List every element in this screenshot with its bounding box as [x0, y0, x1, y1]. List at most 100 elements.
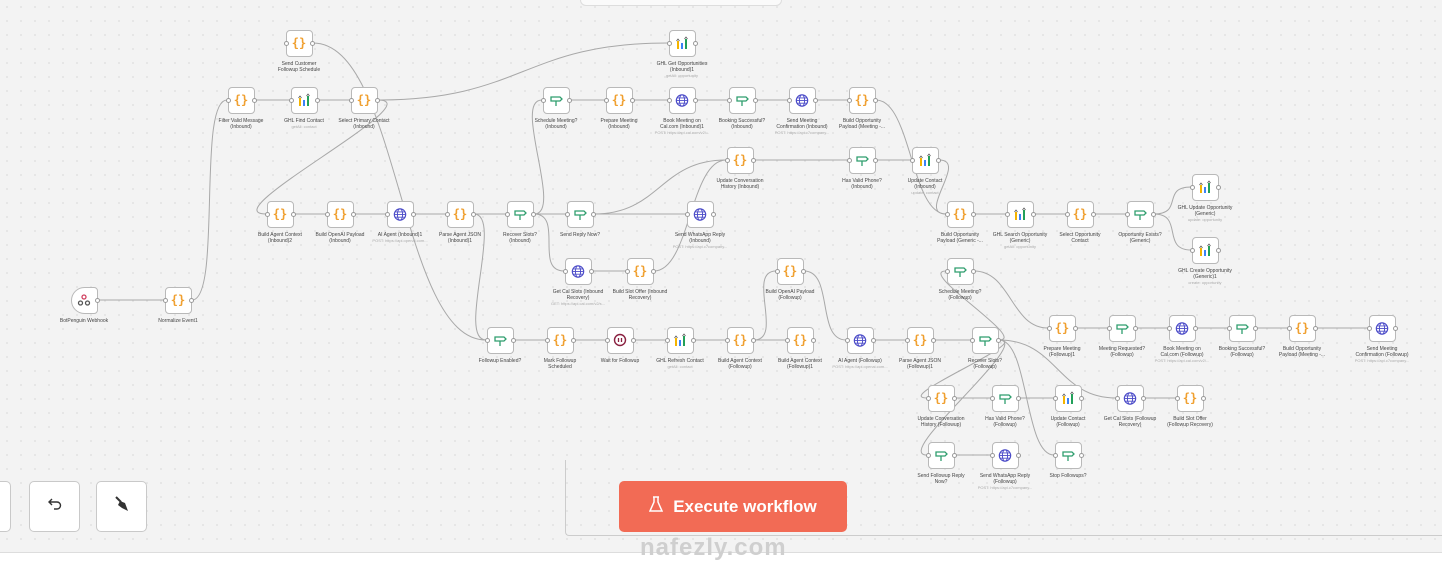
- connection-line[interactable]: [803, 270, 847, 341]
- connection-line[interactable]: [1153, 186, 1192, 215]
- input-port[interactable]: [544, 337, 550, 343]
- workflow-node[interactable]: Booking Successful? (Followup): [1219, 314, 1265, 358]
- workflow-node[interactable]: {}Filter Valid Message (Inbound): [219, 86, 263, 130]
- input-port[interactable]: [504, 211, 510, 217]
- output-port[interactable]: [1192, 325, 1198, 331]
- output-port[interactable]: [872, 157, 878, 163]
- output-port[interactable]: [1150, 211, 1156, 217]
- input-port[interactable]: [324, 211, 330, 217]
- input-port[interactable]: [1052, 395, 1058, 401]
- input-port[interactable]: [624, 268, 630, 274]
- workflow-node[interactable]: {}Update Conversation History (Followup): [918, 384, 964, 428]
- input-port[interactable]: [904, 337, 910, 343]
- workflow-node[interactable]: GHL Search Opportunity (Generic)getAll: …: [993, 200, 1047, 249]
- input-port[interactable]: [909, 157, 915, 163]
- input-port[interactable]: [774, 268, 780, 274]
- zoom-button[interactable]: [0, 481, 11, 532]
- output-port[interactable]: [629, 97, 635, 103]
- input-port[interactable]: [944, 211, 950, 217]
- connection-line[interactable]: [998, 339, 1055, 456]
- clear-execution-button[interactable]: [96, 481, 147, 532]
- input-port[interactable]: [1046, 325, 1052, 331]
- workflow-node[interactable]: Schedule Meeting? (Followup): [939, 257, 981, 301]
- execute-workflow-button[interactable]: Execute workflow: [619, 481, 847, 532]
- input-port[interactable]: [604, 337, 610, 343]
- output-port[interactable]: [1215, 247, 1221, 253]
- connection-line[interactable]: [593, 159, 727, 215]
- output-port[interactable]: [1015, 452, 1021, 458]
- output-port[interactable]: [1078, 395, 1084, 401]
- output-port[interactable]: [374, 97, 380, 103]
- workflow-node[interactable]: Get Cal Slots (Followup Recovery): [1104, 384, 1156, 428]
- connection-line[interactable]: [973, 270, 1049, 329]
- input-port[interactable]: [162, 297, 168, 303]
- workflow-node[interactable]: Send Meeting Confirmation (Followup)POST…: [1355, 314, 1409, 363]
- input-port[interactable]: [664, 337, 670, 343]
- input-port[interactable]: [1166, 325, 1172, 331]
- output-port[interactable]: [1392, 325, 1398, 331]
- input-port[interactable]: [846, 97, 852, 103]
- input-port[interactable]: [846, 157, 852, 163]
- output-port[interactable]: [1132, 325, 1138, 331]
- workflow-node[interactable]: Wait for Followup: [601, 326, 639, 364]
- input-port[interactable]: [540, 97, 546, 103]
- input-port[interactable]: [1286, 325, 1292, 331]
- workflow-node[interactable]: AI Agent (Followup)POST: https://api.ope…: [832, 326, 888, 369]
- output-port[interactable]: [290, 211, 296, 217]
- input-port[interactable]: [925, 452, 931, 458]
- output-port[interactable]: [410, 211, 416, 217]
- input-port[interactable]: [1226, 325, 1232, 331]
- input-port[interactable]: [724, 337, 730, 343]
- connection-line[interactable]: [935, 159, 950, 215]
- connection-line[interactable]: [533, 213, 565, 272]
- workflow-node[interactable]: {}Build Agent Context (Inbound)2: [258, 200, 302, 244]
- input-port[interactable]: [784, 337, 790, 343]
- output-port[interactable]: [1078, 452, 1084, 458]
- output-port[interactable]: [812, 97, 818, 103]
- input-port[interactable]: [1189, 247, 1195, 253]
- output-port[interactable]: [470, 211, 476, 217]
- output-port[interactable]: [750, 157, 756, 163]
- workflow-node[interactable]: Update Contact (Inbound)update: contact: [908, 146, 942, 195]
- workflow-node[interactable]: Booking Successful? (Inbound): [719, 86, 765, 130]
- output-port[interactable]: [692, 97, 698, 103]
- input-port[interactable]: [1174, 395, 1180, 401]
- input-port[interactable]: [1064, 211, 1070, 217]
- output-port[interactable]: [930, 337, 936, 343]
- input-port[interactable]: [925, 395, 931, 401]
- workflow-node[interactable]: {}Build Agent Context (Followup)1: [778, 326, 822, 370]
- workflow-node[interactable]: {}Build Opportunity Payload (Generic -..…: [937, 200, 983, 244]
- output-port[interactable]: [970, 268, 976, 274]
- input-port[interactable]: [288, 97, 294, 103]
- input-port[interactable]: [1106, 325, 1112, 331]
- output-port[interactable]: [935, 157, 941, 163]
- output-port[interactable]: [566, 97, 572, 103]
- input-port[interactable]: [786, 97, 792, 103]
- input-port[interactable]: [944, 268, 950, 274]
- input-port[interactable]: [384, 211, 390, 217]
- undo-button[interactable]: [29, 481, 80, 532]
- input-port[interactable]: [989, 452, 995, 458]
- workflow-node[interactable]: {}Prepare Meeting (Followup)1: [1044, 314, 1080, 358]
- connection-line[interactable]: [875, 99, 947, 215]
- workflow-node[interactable]: Book Meeting on Cal.com (Followup)POST: …: [1155, 314, 1209, 363]
- input-port[interactable]: [726, 97, 732, 103]
- workflow-node[interactable]: {}Mark Followup Scheduled: [544, 326, 576, 370]
- connection-line[interactable]: [256, 99, 388, 215]
- output-port[interactable]: [251, 97, 257, 103]
- input-port[interactable]: [1124, 211, 1130, 217]
- output-port[interactable]: [1015, 395, 1021, 401]
- workflow-node[interactable]: Has Valid Phone? (Followup): [985, 384, 1025, 428]
- output-port[interactable]: [872, 97, 878, 103]
- workflow-node[interactable]: Send Reply Now?: [560, 200, 600, 238]
- input-port[interactable]: [1004, 211, 1010, 217]
- workflow-node[interactable]: Send WhatsApp Reply (Followup)POST: http…: [978, 441, 1032, 490]
- input-port[interactable]: [264, 211, 270, 217]
- connection-line[interactable]: [1153, 213, 1192, 251]
- input-port[interactable]: [989, 395, 995, 401]
- input-port[interactable]: [603, 97, 609, 103]
- workflow-node[interactable]: {}Build Opportunity Payload (Meeting -..…: [1279, 314, 1325, 358]
- workflow-node[interactable]: Update Contact (Followup): [1051, 384, 1085, 428]
